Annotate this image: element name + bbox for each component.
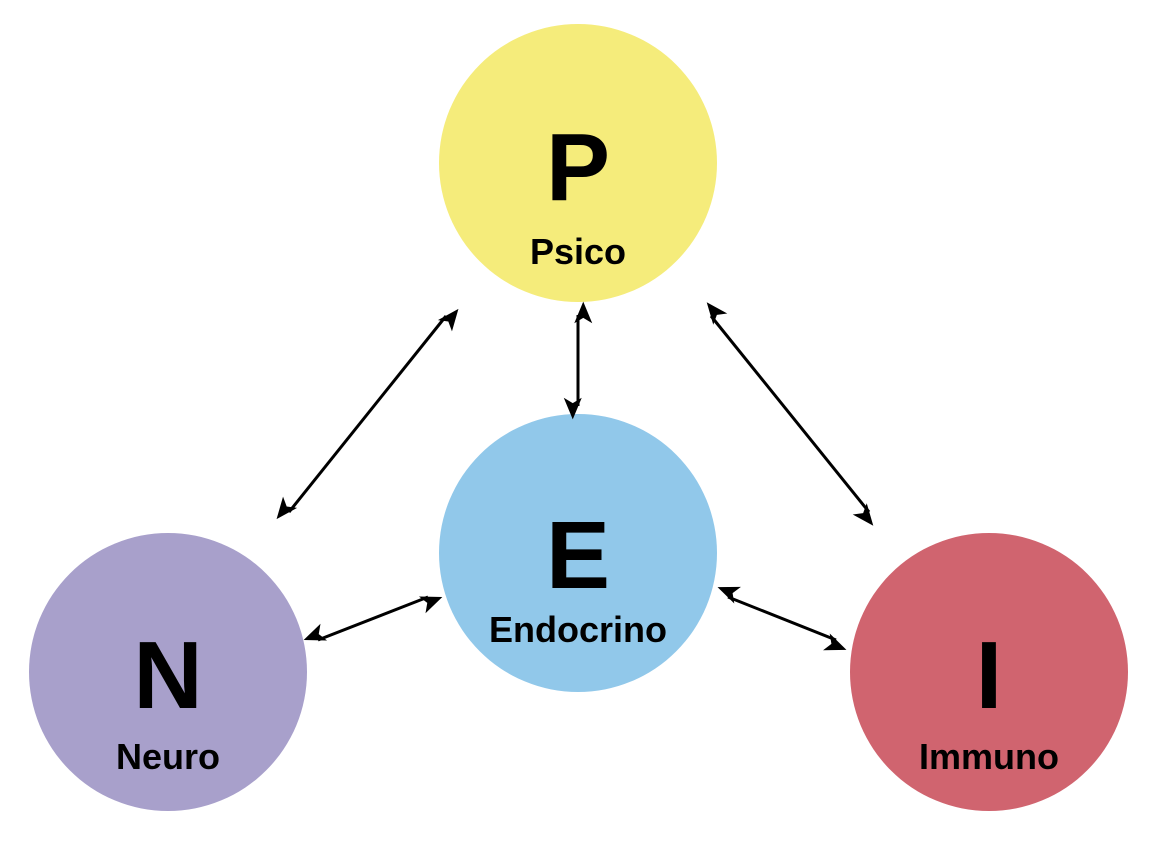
endocrino-circle: [439, 414, 717, 692]
node-immuno: I Immuno: [850, 533, 1128, 811]
arrow-psico-immuno: [706, 302, 874, 526]
arrow-neuro-endocrino: [303, 595, 443, 642]
psico-letter: P: [546, 114, 610, 221]
node-neuro: N Neuro: [29, 533, 307, 811]
endocrino-label: Endocrino: [489, 609, 667, 650]
immuno-label: Immuno: [919, 736, 1059, 777]
neuro-letter: N: [133, 622, 202, 729]
immuno-letter: I: [976, 622, 1003, 729]
neuro-label: Neuro: [116, 736, 220, 777]
endocrino-letter: E: [546, 502, 610, 609]
psico-label: Psico: [530, 231, 626, 272]
neuro-circle: [29, 533, 307, 811]
psico-circle: [439, 24, 717, 302]
arrows: [276, 301, 874, 651]
node-endocrino: E Endocrino: [439, 414, 717, 692]
node-psico: P Psico: [439, 24, 717, 302]
immuno-circle: [850, 533, 1128, 811]
arrow-endocrino-immuno: [717, 586, 847, 651]
arrow-neuro-psico: [276, 308, 459, 520]
